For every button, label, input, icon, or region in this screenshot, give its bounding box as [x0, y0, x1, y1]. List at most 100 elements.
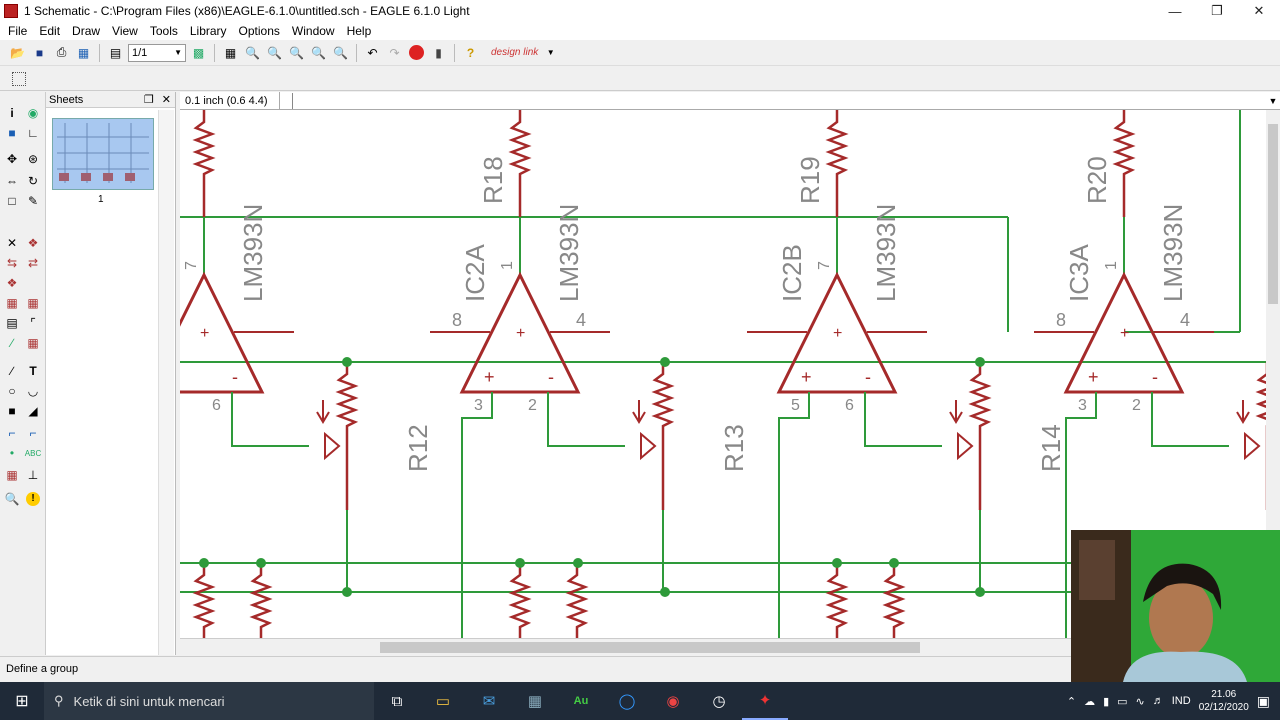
- sheet-thumbnail[interactable]: [52, 118, 154, 190]
- gateswap-icon[interactable]: ⇄: [27, 256, 39, 270]
- rotate-icon[interactable]: ↻: [27, 174, 39, 188]
- group-icon[interactable]: □: [8, 194, 16, 208]
- horizontal-scroll-thumb[interactable]: [380, 642, 920, 653]
- opamp-plus-label: +: [516, 325, 525, 342]
- volume-icon[interactable]: ♬: [1152, 695, 1164, 707]
- board-icon[interactable]: ▩: [192, 45, 205, 60]
- name-icon[interactable]: ▦: [6, 296, 18, 310]
- zoom-fit-icon[interactable]: 🔍: [245, 45, 260, 60]
- delete-icon[interactable]: ✕: [6, 236, 18, 250]
- notification-icon[interactable]: ▣: [1256, 692, 1270, 709]
- language-indicator[interactable]: IND: [1171, 695, 1191, 707]
- edge-icon[interactable]: ◯: [618, 693, 636, 710]
- mark-icon[interactable]: ∟: [27, 126, 39, 140]
- smash-icon[interactable]: ▤: [6, 316, 18, 330]
- menu-view[interactable]: View: [112, 24, 138, 38]
- rect-icon[interactable]: ■: [8, 404, 16, 418]
- grid-toggle-icon[interactable]: [12, 72, 26, 86]
- designlink-logo[interactable]: design link: [491, 47, 539, 58]
- split-icon[interactable]: ∕: [10, 336, 13, 350]
- menu-draw[interactable]: Draw: [72, 24, 101, 38]
- erc-icon[interactable]: ▦: [6, 468, 18, 482]
- mirror-icon[interactable]: ⇔: [6, 174, 18, 188]
- wifi-icon[interactable]: ∿: [1135, 695, 1145, 708]
- attribute-icon[interactable]: ⊥: [27, 468, 39, 482]
- clock-app-icon[interactable]: ◷: [712, 693, 726, 710]
- undo-icon[interactable]: ↶: [367, 45, 378, 60]
- windows-start-icon[interactable]: ⊞: [15, 693, 29, 710]
- battery-icon[interactable]: ▭: [1117, 695, 1128, 708]
- usb-icon[interactable]: ▮: [1103, 695, 1110, 708]
- menu-edit[interactable]: Edit: [39, 24, 61, 38]
- errors-icon[interactable]: !: [24, 490, 42, 508]
- close-button[interactable]: ✕: [1253, 3, 1265, 18]
- vertical-scrollbar[interactable]: [1266, 110, 1280, 638]
- move-icon[interactable]: ✥: [6, 152, 18, 166]
- zoom-out-icon[interactable]: 🔍: [289, 45, 304, 60]
- open-icon[interactable]: 📂: [10, 45, 25, 60]
- zoom-select-icon[interactable]: 🔍: [333, 45, 348, 60]
- display-icon[interactable]: ■: [8, 126, 16, 140]
- arc-icon[interactable]: ◡: [27, 384, 39, 398]
- cam-processor-icon[interactable]: ▦: [77, 45, 90, 60]
- vertical-scroll-thumb[interactable]: [1268, 124, 1278, 304]
- circle-icon[interactable]: ○: [8, 384, 16, 398]
- help-icon[interactable]: ?: [466, 45, 475, 60]
- bus-icon[interactable]: ⌐: [8, 426, 16, 440]
- chevron-down-icon[interactable]: ▼: [546, 48, 555, 57]
- redo-icon[interactable]: ↷: [389, 45, 400, 60]
- menu-help[interactable]: Help: [346, 24, 372, 38]
- taskbar-clock[interactable]: 21.06 02/12/2020: [1199, 688, 1249, 714]
- info-icon[interactable]: i: [10, 106, 14, 120]
- redraw-icon[interactable]: 🔍: [311, 45, 326, 60]
- taskbar-search[interactable]: ⚲ Ketik di sini untuk mencari: [44, 682, 374, 720]
- menu-options[interactable]: Options: [238, 24, 280, 38]
- zoom-in-icon[interactable]: 🔍: [267, 45, 282, 60]
- chrome-icon[interactable]: ◉: [666, 693, 680, 710]
- sheet-select[interactable]: 1/1 ▼: [128, 43, 186, 62]
- text-icon[interactable]: T: [29, 364, 37, 378]
- show-icon[interactable]: ◉: [27, 106, 39, 120]
- mail-icon[interactable]: ✉: [482, 693, 496, 710]
- minimize-button[interactable]: —: [1168, 3, 1182, 19]
- chevron-up-icon[interactable]: ⌃: [1066, 695, 1077, 708]
- sheet-stack-icon[interactable]: ▤: [109, 45, 122, 60]
- task-view-icon[interactable]: ⧉: [391, 692, 403, 710]
- float-icon[interactable]: ❐: [143, 94, 154, 106]
- stop-icon[interactable]: [407, 43, 426, 62]
- store-icon[interactable]: ▦: [527, 693, 543, 710]
- replace-icon[interactable]: ❖: [6, 276, 18, 290]
- print-icon[interactable]: ⎙: [56, 45, 67, 59]
- add-icon[interactable]: ❖: [27, 236, 39, 250]
- horizontal-scrollbar[interactable]: [180, 638, 1266, 655]
- cloud-icon[interactable]: ☁: [1084, 695, 1096, 708]
- sheets-scrollbar[interactable]: [158, 110, 174, 655]
- zoom-tool-icon[interactable]: 🔍: [4, 492, 20, 506]
- menu-library[interactable]: Library: [189, 24, 227, 38]
- save-icon[interactable]: ■: [35, 45, 44, 60]
- label-icon[interactable]: ABC: [24, 448, 42, 458]
- schematic-drawing[interactable]: ++-67LM393NR12++-84321IC2ALM393NR18R13++…: [180, 110, 1266, 638]
- menu-tools[interactable]: Tools: [149, 24, 178, 38]
- junction-icon[interactable]: •: [9, 446, 15, 460]
- net-icon[interactable]: ⌐: [29, 426, 37, 440]
- pinswap-icon[interactable]: ⇆: [6, 256, 18, 270]
- invoke-icon[interactable]: ▦: [27, 336, 39, 350]
- audition-icon[interactable]: Au: [573, 695, 589, 707]
- value-icon[interactable]: ▦: [27, 296, 39, 310]
- polygon-icon[interactable]: ◢: [28, 404, 38, 418]
- restore-button[interactable]: ❐: [1211, 3, 1223, 18]
- file-explorer-icon[interactable]: ▭: [435, 693, 451, 710]
- wire-icon[interactable]: ∕: [10, 364, 13, 378]
- command-input[interactable]: [292, 92, 1266, 109]
- miter-icon[interactable]: ⌜: [30, 316, 36, 330]
- go-icon[interactable]: ▮: [435, 45, 442, 60]
- menu-window[interactable]: Window: [291, 24, 335, 38]
- grid-icon[interactable]: ▦: [224, 45, 237, 60]
- copy-icon[interactable]: ⊛: [27, 152, 39, 166]
- close-icon[interactable]: ✕: [161, 94, 171, 106]
- menu-file[interactable]: File: [8, 24, 28, 38]
- change-icon[interactable]: ✎: [27, 194, 39, 208]
- chevron-down-icon[interactable]: ▼: [1268, 95, 1278, 106]
- eagle-taskbar-icon[interactable]: ✦: [742, 682, 788, 720]
